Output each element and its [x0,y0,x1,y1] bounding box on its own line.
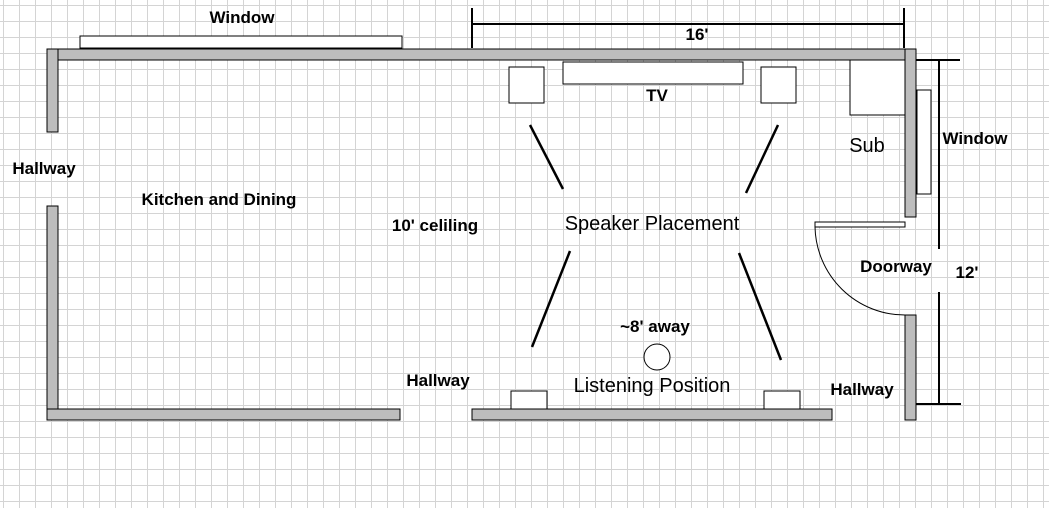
door-leaf [814,221,906,228]
kitchen-dining-label: Kitchen and Dining [142,190,297,209]
aim-line-rear-right [737,252,783,361]
wall-top [46,48,917,61]
hallway-bottom-right-label: Hallway [830,380,894,399]
wall-right-lower [904,314,917,421]
dimension-width-label: 16' [686,25,709,44]
wall-right-upper [904,48,917,218]
speaker-rear-left [510,390,548,410]
doorway-label: Doorway [860,257,932,276]
window-top [79,35,403,49]
wall-bottom-middle [471,408,833,421]
dimension-depth-label: 12' [956,263,979,282]
speaker-placement-label: Speaker Placement [565,213,740,235]
hallway-bottom-middle-label: Hallway [406,371,470,390]
aim-line-front-left [528,124,565,190]
door-swing-arc [814,226,906,316]
window-right-label: Window [943,129,1009,148]
wall-left-lower [46,205,59,421]
window-top-label: Window [210,8,276,27]
window-right [916,89,932,195]
speaker-front-left [508,66,545,104]
wall-bottom-left [46,408,401,421]
aim-line-front-right [744,124,780,194]
wall-left-upper [46,48,59,133]
tv [562,61,744,85]
aim-line-rear-left [530,250,572,348]
speaker-front-right [760,66,797,104]
hallway-left-label: Hallway [12,159,76,178]
speaker-rear-right [763,390,801,410]
distance-label: ~8' away [620,317,690,336]
listening-position-label: Listening Position [574,375,731,397]
ceiling-label: 10' celiling [392,216,478,235]
sub-label: Sub [849,135,885,157]
tv-label: TV [646,86,668,105]
subwoofer [849,59,906,116]
listening-seat [643,343,671,371]
